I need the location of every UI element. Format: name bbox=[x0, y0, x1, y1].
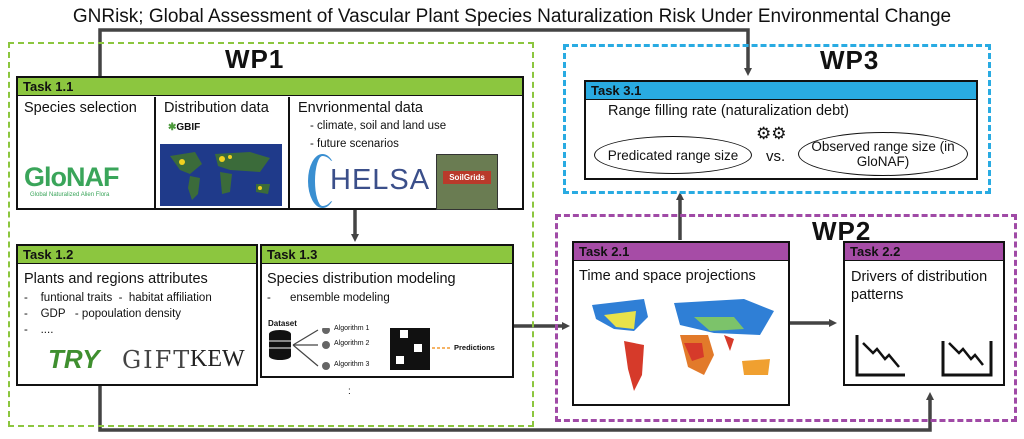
world-map-svg bbox=[170, 152, 270, 200]
wp3-frame bbox=[563, 44, 991, 194]
task11-box: Task 1.1 Species selection GloNAF Global… bbox=[16, 76, 524, 210]
gbif-logo: ✱GBIF bbox=[168, 122, 200, 133]
gift-logo: GIFT bbox=[122, 346, 192, 374]
task21-title: Time and space projections bbox=[579, 268, 756, 284]
divider bbox=[154, 97, 156, 210]
predicted-range-ellipse: Predicated range size bbox=[594, 136, 752, 174]
task31-header: Task 3.1 bbox=[586, 82, 976, 100]
task12-bullet-3: - .... bbox=[24, 324, 54, 336]
task21-header: Task 2.1 bbox=[574, 243, 788, 261]
soilgrids-thumbnail: SoilGrids bbox=[436, 154, 498, 210]
predictions-label: Predictions bbox=[454, 343, 495, 352]
gear-icon bbox=[322, 362, 330, 370]
wp3-label: WP3 bbox=[820, 45, 880, 75]
algorithm-2-label: Algorithm 2 bbox=[334, 340, 370, 347]
task13-header: Task 1.3 bbox=[262, 246, 512, 264]
projection-world-map bbox=[592, 299, 774, 391]
gears-icon: ⚙⚙ bbox=[756, 124, 787, 143]
gear-icon bbox=[322, 328, 330, 334]
env-bullet-2: - future scenarios bbox=[310, 138, 399, 150]
task22-title: Drivers of distribution patterns bbox=[851, 269, 988, 303]
distribution-data-label: Distribution data bbox=[164, 100, 269, 116]
task21-box: Task 2.1 Time and space projections bbox=[572, 241, 790, 406]
task12-box: Task 1.2 Plants and regions attributes -… bbox=[16, 244, 258, 386]
trend-charts bbox=[855, 335, 993, 377]
observed-range-ellipse: Observed range size (in GloNAF) bbox=[798, 132, 968, 176]
chelsa-logo: HELSA bbox=[330, 164, 431, 196]
ensemble-model-diagram bbox=[269, 328, 450, 370]
arrow-task12-to-task22 bbox=[98, 386, 934, 432]
task11-header: Task 1.1 bbox=[18, 78, 522, 96]
decline-chart-icon bbox=[855, 335, 905, 377]
species-selection-label: Species selection bbox=[24, 100, 137, 116]
task12-bullet-2: - GDP - popoulation density bbox=[24, 308, 182, 320]
task12-bullet-1: - funtional traits - habitat affiliation bbox=[24, 292, 212, 304]
gear-icon bbox=[322, 341, 330, 349]
algorithm-1-label: Algorithm 1 bbox=[334, 325, 370, 332]
chelsa-c-icon bbox=[308, 154, 337, 208]
vs-label: vs. bbox=[766, 148, 786, 165]
soilgrids-logo: SoilGrids bbox=[443, 171, 491, 184]
gbif-world-map bbox=[160, 144, 282, 206]
gbif-mark: ✱ bbox=[168, 122, 177, 133]
dataset-label: Dataset bbox=[268, 319, 297, 328]
task12-header: Task 1.2 bbox=[18, 246, 256, 264]
divider bbox=[288, 97, 290, 210]
env-bullet-1: - climate, soil and land use bbox=[310, 120, 447, 132]
continuation-dots: : bbox=[348, 386, 351, 397]
task12-title: Plants and regions attributes bbox=[24, 271, 208, 287]
wp1-frame bbox=[8, 42, 534, 427]
task13-title: Species distribution modeling bbox=[267, 271, 456, 287]
wp2-frame bbox=[555, 214, 1017, 422]
glonaf-logo: GloNAF bbox=[24, 162, 119, 192]
task31-title: Range filling rate (naturalization debt) bbox=[608, 103, 849, 119]
task22-box: Task 2.2 Drivers of distribution pattern… bbox=[843, 241, 1005, 386]
algorithm-3-label: Algorithm 3 bbox=[334, 361, 370, 368]
task31-box: Task 3.1 Range filling rate (naturalizat… bbox=[584, 80, 978, 180]
page-title: GNRisk; Global Assessment of Vascular Pl… bbox=[72, 6, 952, 27]
task22-header: Task 2.2 bbox=[845, 243, 1003, 261]
arrow-task11-to-wp3 bbox=[98, 28, 752, 76]
try-logo: TRY bbox=[48, 344, 100, 374]
decline-chart-icon bbox=[941, 341, 993, 377]
wp1-label: WP1 bbox=[225, 44, 285, 74]
environmental-data-label: Envrionmental data bbox=[298, 100, 423, 116]
gbif-text: GBIF bbox=[176, 122, 201, 133]
glonaf-subtitle: Global Naturalized Alien Flora bbox=[30, 192, 110, 198]
task13-box: Task 1.3 Species distribution modeling -… bbox=[260, 244, 514, 378]
dataset-icon bbox=[269, 330, 291, 360]
kew-logo: KEW bbox=[190, 346, 245, 372]
task13-bullet-1: - ensemble modeling bbox=[267, 292, 390, 304]
